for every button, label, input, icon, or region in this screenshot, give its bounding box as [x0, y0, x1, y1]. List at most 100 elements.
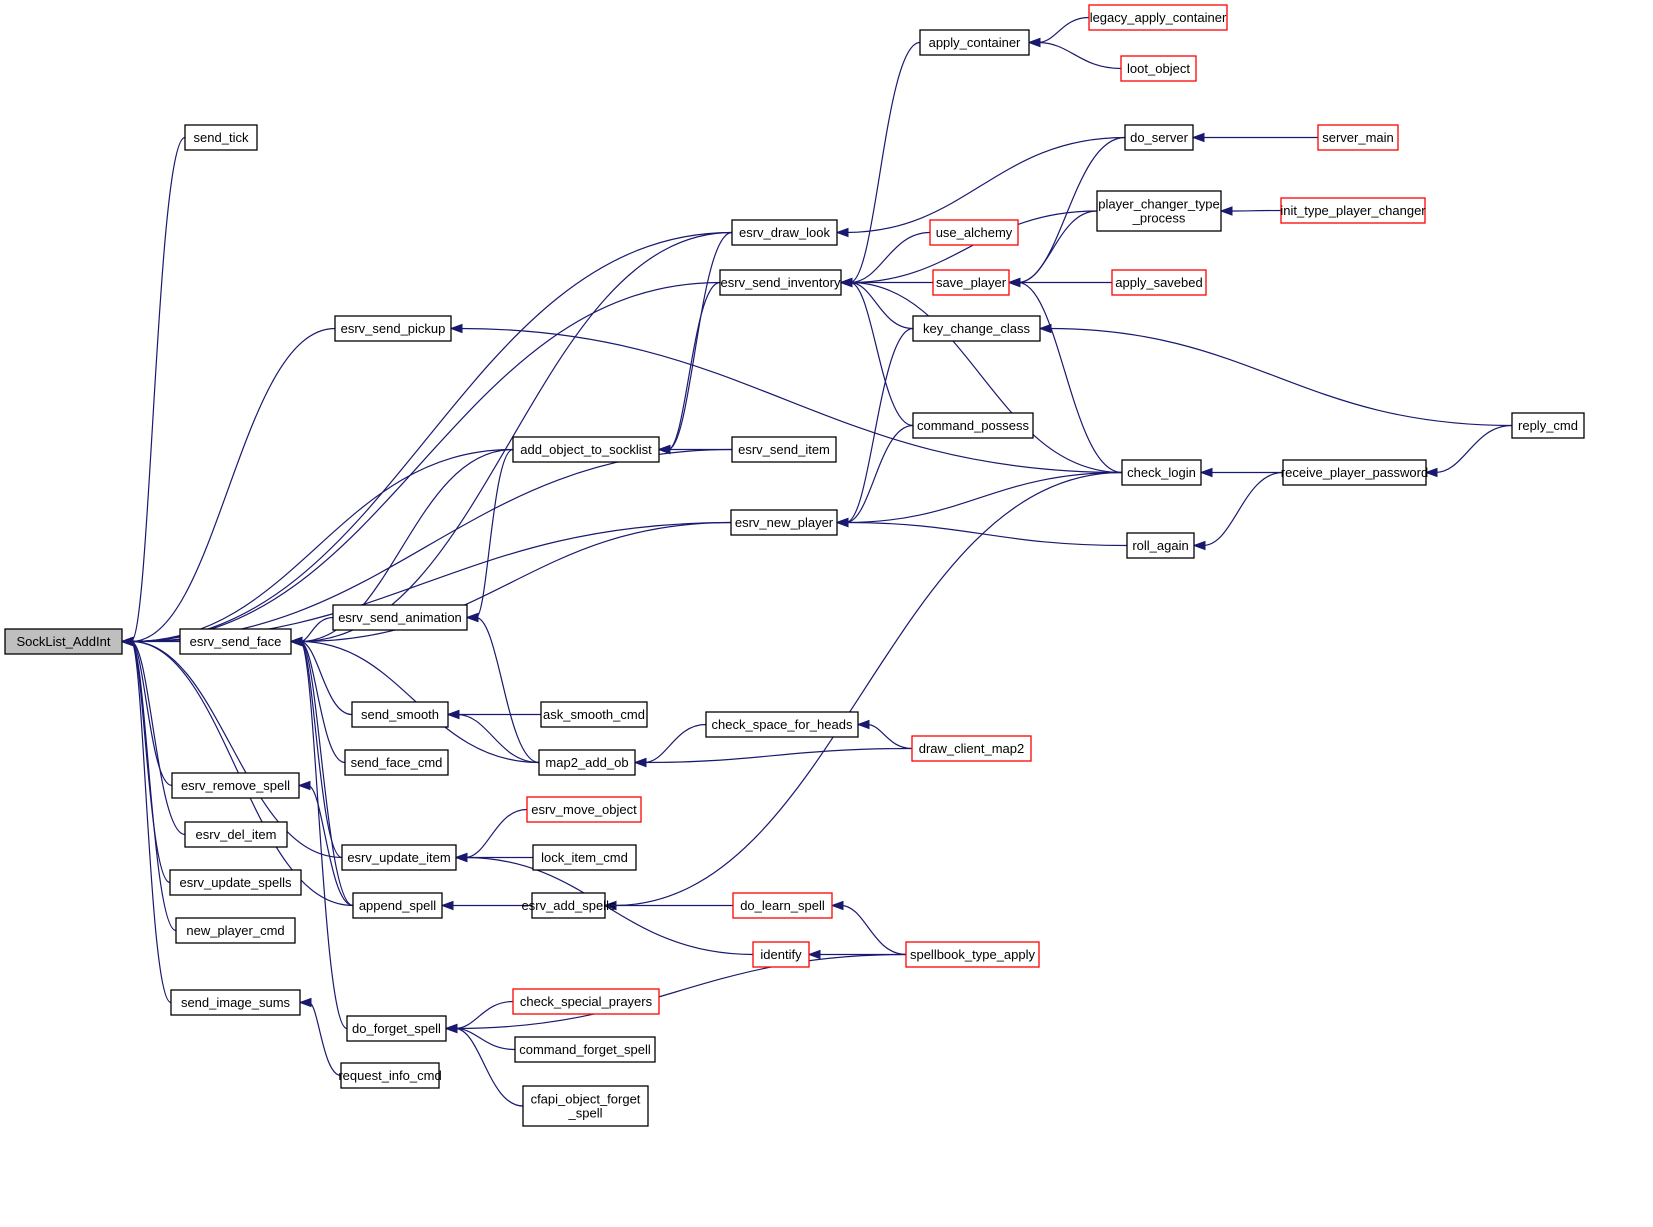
edge-command-possess-to-esrv-new-player: [845, 424, 914, 524]
node-box: [170, 989, 301, 1016]
node-player-changer-type-process[interactable]: player_changer_type_process: [1096, 190, 1222, 232]
node-label: esrv_send_face: [190, 634, 282, 649]
node-request-info-cmd[interactable]: request_info_cmd: [338, 1062, 442, 1089]
node-spellbook-type-apply[interactable]: spellbook_type_apply: [905, 941, 1040, 968]
node-new-player-cmd[interactable]: new_player_cmd: [175, 917, 296, 944]
node-loot-object[interactable]: loot_object: [1120, 55, 1197, 82]
node-init-type-player-changer[interactable]: init_type_player_changer: [1280, 197, 1426, 224]
arrowhead-icon: [1191, 132, 1205, 143]
node-box: [346, 1015, 447, 1042]
node-box: [514, 1036, 656, 1063]
node-label: apply_savebed: [1115, 275, 1202, 290]
node-esrv-send-item[interactable]: esrv_send_item: [731, 436, 837, 463]
node-box: [1111, 269, 1207, 296]
node-esrv-draw-look[interactable]: esrv_draw_look: [731, 219, 838, 246]
node-box: [334, 315, 452, 342]
node-apply-savebed[interactable]: apply_savebed: [1111, 269, 1207, 296]
node-command-forget-spell[interactable]: command_forget_spell: [514, 1036, 656, 1063]
node-label: map2_add_ob: [545, 755, 628, 770]
node-box: [1121, 459, 1202, 486]
node-apply-container[interactable]: apply_container: [919, 29, 1030, 56]
edge-esrv-del-item-to-socklist-addint: [130, 640, 186, 836]
node-send-smooth[interactable]: send_smooth: [351, 701, 449, 728]
node-add-object-to-socklist[interactable]: add_object_to_socklist: [512, 436, 660, 463]
edge-add-object-to-socklist-to-esrv-send-face: [299, 448, 514, 643]
edge-apply-container-to-esrv-send-inventory: [849, 41, 921, 284]
node-label: command_forget_spell: [519, 1042, 651, 1057]
node-box: [4, 628, 123, 655]
node-save-player[interactable]: save_player: [932, 269, 1010, 296]
node-do-forget-spell[interactable]: do_forget_spell: [346, 1015, 447, 1042]
arrowhead-icon: [1027, 37, 1041, 48]
node-box: [351, 701, 449, 728]
edge-send-smooth-to-esrv-send-face: [299, 640, 353, 716]
node-label: send_smooth: [361, 707, 439, 722]
node-send-image-sums[interactable]: send_image_sums: [170, 989, 301, 1016]
node-label: _process: [1132, 211, 1186, 226]
node-use-alchemy[interactable]: use_alchemy: [929, 219, 1019, 246]
node-command-possess[interactable]: command_possess: [912, 412, 1034, 439]
edge-do-server-to-esrv-draw-look: [845, 136, 1126, 234]
node-esrv-send-pickup[interactable]: esrv_send_pickup: [334, 315, 452, 342]
node-esrv-remove-spell[interactable]: esrv_remove_spell: [171, 772, 300, 799]
arrowhead-icon: [1007, 277, 1021, 288]
node-label: esrv_send_animation: [338, 610, 462, 625]
arrowhead-icon: [289, 636, 303, 647]
arrowhead-icon: [444, 1023, 458, 1034]
node-reply-cmd[interactable]: reply_cmd: [1511, 412, 1585, 439]
node-esrv-send-animation[interactable]: esrv_send_animation: [332, 604, 468, 631]
node-label: do_server: [1130, 130, 1188, 145]
node-esrv-send-face[interactable]: esrv_send_face: [179, 628, 292, 655]
node-esrv-update-spells[interactable]: esrv_update_spells: [169, 869, 302, 896]
node-server-main[interactable]: server_main: [1317, 124, 1399, 151]
node-lock-item-cmd[interactable]: lock_item_cmd: [532, 844, 637, 871]
node-key-change-class[interactable]: key_change_class: [912, 315, 1041, 342]
node-label: esrv_update_item: [347, 850, 450, 865]
node-ask-smooth-cmd[interactable]: ask_smooth_cmd: [540, 701, 648, 728]
edge-send-tick-to-socklist-addint: [130, 136, 186, 643]
node-box: [1124, 124, 1194, 151]
node-do-learn-spell[interactable]: do_learn_spell: [732, 892, 833, 919]
node-map2-add-ob[interactable]: map2_add_ob: [538, 749, 636, 776]
node-check-special-prayers[interactable]: check_special_prayers: [512, 988, 660, 1015]
node-send-tick[interactable]: send_tick: [184, 124, 258, 151]
node-box: [1280, 197, 1426, 224]
edge-key-change-class-to-esrv-send-inventory: [849, 281, 914, 330]
node-box: [1126, 532, 1195, 559]
node-box: [912, 412, 1034, 439]
node-esrv-del-item[interactable]: esrv_del_item: [184, 821, 288, 848]
edge-map2-add-ob-to-esrv-send-animation: [475, 616, 540, 764]
node-box: [732, 892, 833, 919]
node-label: esrv_new_player: [735, 515, 834, 530]
node-legacy-apply-container[interactable]: legacy_apply_container: [1088, 4, 1228, 31]
node-identify[interactable]: identify: [752, 941, 810, 968]
arrowhead-icon: [633, 757, 647, 768]
node-box: [340, 1062, 440, 1089]
node-label: cfapi_object_forget: [531, 1092, 641, 1107]
node-check-space-for-heads[interactable]: check_space_for_heads: [705, 711, 859, 738]
arrowhead-icon: [449, 323, 463, 334]
node-roll-again[interactable]: roll_again: [1126, 532, 1195, 559]
node-socklist-addint[interactable]: SockList_AddInt: [4, 628, 123, 655]
node-check-login[interactable]: check_login: [1121, 459, 1202, 486]
node-esrv-add-spells[interactable]: esrv_add_spells: [522, 892, 616, 919]
node-box: [169, 869, 302, 896]
node-esrv-update-item[interactable]: esrv_update_item: [341, 844, 457, 871]
node-append-spell[interactable]: append_spell: [352, 892, 443, 919]
node-esrv-send-inventory[interactable]: esrv_send_inventory: [719, 269, 842, 296]
node-esrv-move-object[interactable]: esrv_move_object: [526, 796, 642, 823]
node-box: [352, 892, 443, 919]
node-box: [1096, 190, 1222, 232]
node-send-face-cmd[interactable]: send_face_cmd: [344, 749, 449, 776]
edge-request-info-cmd-to-send-image-sums: [308, 1001, 342, 1077]
node-receive-player-password[interactable]: receive_player_password: [1281, 459, 1428, 486]
node-label: legacy_apply_container: [1090, 10, 1227, 25]
node-box: [179, 628, 292, 655]
node-draw-client-map2[interactable]: draw_client_map2: [911, 735, 1032, 762]
node-cfapi-object-forget-spell[interactable]: cfapi_object_forget_spell: [522, 1085, 649, 1127]
node-box: [719, 269, 842, 296]
edge-reply-cmd-to-key-change-class: [1048, 327, 1513, 427]
node-esrv-new-player[interactable]: esrv_new_player: [730, 509, 838, 536]
node-do-server[interactable]: do_server: [1124, 124, 1194, 151]
